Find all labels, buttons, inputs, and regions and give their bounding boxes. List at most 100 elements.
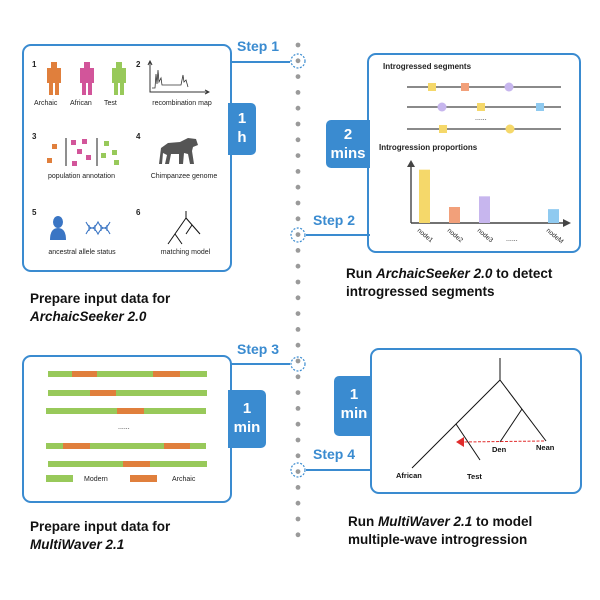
haplotype-ellipsis: ...... [118,424,130,431]
population-annotation-icon [47,138,119,166]
model-panel: African Test Den Nean [370,348,582,494]
item-number: 6 [136,208,141,217]
archaic-segment [153,371,180,377]
timeline-dot [295,279,301,285]
step-3-caption: Prepare input data for MultiWaver 2.1 [30,518,170,554]
timeline-dot [295,169,301,174]
segment-marker [505,124,515,134]
timeline-dot [295,216,301,222]
step-1-caption: Prepare input data for ArchaicSeeker 2.0 [30,290,170,326]
caption-line-2: introgressed segments [346,284,495,299]
y-axis-arrow [407,160,415,167]
archaic-segment [117,408,144,414]
timeline-dot [295,248,301,253]
timeline-dot [295,406,301,411]
introgression-line [461,440,545,443]
dna-icon [85,220,111,236]
bar-label-ellipsis: ...... [506,236,518,243]
segment-marker [439,125,447,133]
timeline [290,42,306,538]
leaf-nean: Nean [536,443,555,452]
segments-title: Introgressed segments [383,62,472,71]
test-person-icon [112,62,126,95]
tree-branch [499,408,523,443]
african-label: African [70,100,92,107]
admixture-tree: African Test Den Nean [396,358,555,481]
timeline-dot [295,311,301,316]
bar-node3 [479,196,490,223]
step-1-connector [230,61,290,63]
step-1-marker [290,53,306,69]
recombination-map-icon [147,60,210,95]
archaic-segment [63,443,90,449]
step-4-label: Step 4 [313,446,356,462]
segments-diagram: ...... [407,82,561,134]
tree-icon [167,211,201,245]
bar-node1 [419,169,430,223]
segments-ellipsis: ...... [475,115,487,122]
timeline-dot [295,42,301,48]
archaic-segment [72,371,97,377]
bar-nodeM [548,209,559,223]
modern-segment [48,371,207,377]
timeline-dot [295,153,301,158]
timeline-dot [295,437,301,443]
item-number: 5 [32,208,37,217]
x-axis-arrow [563,219,571,227]
modern-segment [46,443,206,449]
segment-marker [428,83,436,91]
timeline-dot [295,58,301,64]
matching-model-label: matching model [160,249,211,256]
introgression-arrow-icon [456,437,464,447]
haplotype-diagram: ...... Modern Archaic [46,371,207,483]
tool-name: MultiWaver 2.1 [30,537,125,552]
bar-node2 [449,207,460,223]
item-number: 3 [32,132,37,141]
duration-value: 1 [349,386,359,403]
tool-name: ArchaicSeeker 2.0 [30,309,147,324]
step-2-connector [306,234,370,236]
recombination-map-label: recombination map [152,100,212,107]
caption-line-2: multiple-wave introgression [348,532,528,547]
segment-marker [477,103,485,111]
caption-prefix: Run [348,514,378,529]
archaic-segment [164,443,190,449]
archaic-segment [90,390,116,396]
proportions-title: Introgression proportions [379,143,478,152]
step-2-duration-badge: 2 mins [326,120,370,168]
timeline-dot [295,121,301,127]
step-3-marker [290,356,306,372]
bar-label: node3 [476,227,495,244]
caption-line-1: Run MultiWaver 2.1 to model [348,513,532,531]
caption-suffix: to model [472,514,533,529]
step-1-duration-badge: 1 h [228,103,256,155]
timeline-dot [295,74,301,79]
population-annotation-label: population annotation [48,173,115,180]
timeline-dot [295,90,301,95]
timeline-dot [295,263,301,269]
bar-label: node2 [446,227,465,244]
african-person-icon [80,62,94,95]
ancestral-allele-status-label: ancestral allele status [48,249,116,256]
chimpanzee-icon [159,138,198,164]
archaic-label: Archaic [34,100,58,107]
caption-line-1: Run ArchaicSeeker 2.0 to detect [346,265,552,283]
modern-segment [48,390,207,396]
item-number: 1 [32,60,37,69]
caption-prefix: Run [346,266,376,281]
timeline-dot [295,421,301,427]
archaic-person-icon [47,62,61,95]
step-2-marker [290,227,306,243]
timeline-dot [295,500,301,506]
segment-marker [504,82,514,92]
leaf-african: African [396,471,422,480]
item-number: 4 [136,132,141,141]
bar-label: node1 [416,227,435,244]
timeline-dot [295,390,301,395]
timeline-dot [295,516,301,522]
step-4-caption: Run MultiWaver 2.1 to model multiple-wav… [348,513,532,549]
caption-line-1: Prepare input data for [30,519,171,534]
segments-input-panel: ...... Modern Archaic [22,355,232,503]
timeline-dot [295,200,301,206]
step-2-label: Step 2 [313,212,356,228]
